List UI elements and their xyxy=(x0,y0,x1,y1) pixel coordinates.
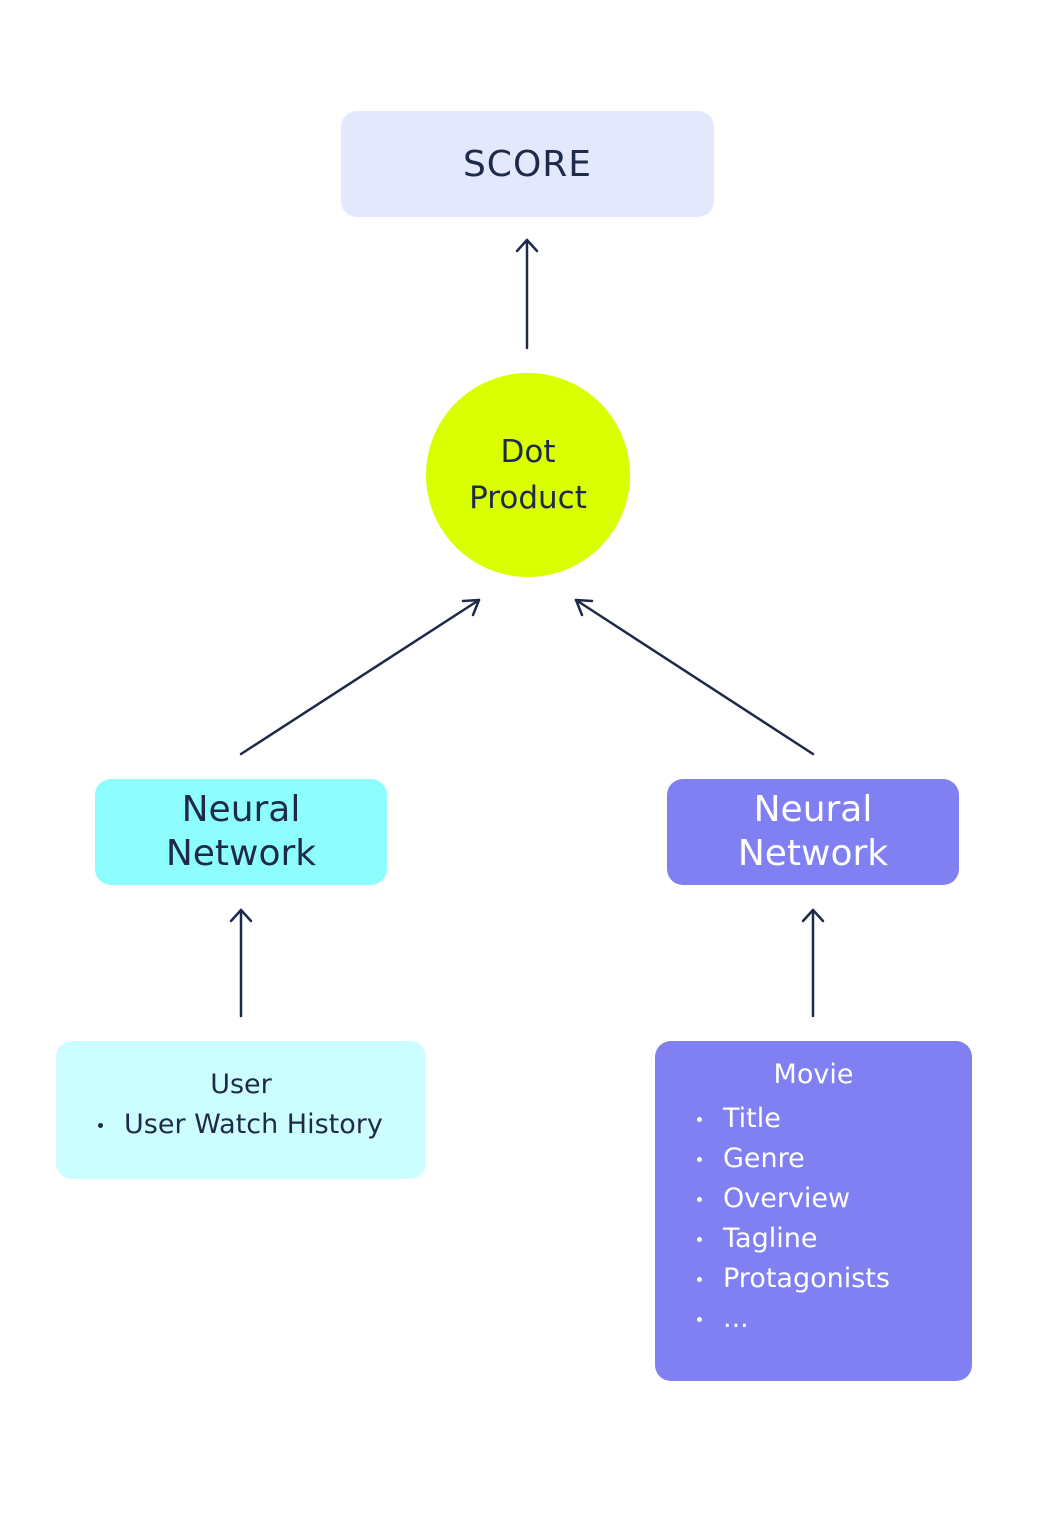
movie-feature-item: Genre xyxy=(695,1139,972,1179)
dot-product-line2: Product xyxy=(469,480,587,516)
arrow-dot-to-score xyxy=(515,238,539,350)
movie-feature-item: Title xyxy=(695,1099,972,1139)
movie-input-node: Movie Title Genre Overview Tagline Prota… xyxy=(655,1041,972,1381)
arrow-movie-to-nn xyxy=(801,908,825,1018)
movie-feature-item: Protagonists xyxy=(695,1259,972,1299)
dot-product-node: Dot Product xyxy=(426,373,630,577)
score-node: SCORE xyxy=(341,111,714,217)
movie-feature-item: Overview xyxy=(695,1179,972,1219)
movie-feature-item: Tagline xyxy=(695,1219,972,1259)
movie-feature-item: ... xyxy=(695,1299,972,1339)
movie-neural-network-node: Neural Network xyxy=(667,779,959,885)
user-input-node: User User Watch History xyxy=(56,1041,426,1179)
user-feature-list: User Watch History xyxy=(56,1105,426,1145)
arrow-right-nn-to-dot xyxy=(574,598,815,756)
user-title: User xyxy=(210,1069,272,1100)
user-nn-line1: Neural xyxy=(181,789,301,830)
score-label: SCORE xyxy=(462,143,593,185)
dot-product-line1: Dot xyxy=(500,434,556,470)
user-neural-network-node: Neural Network xyxy=(95,779,387,885)
movie-title: Movie xyxy=(773,1059,854,1090)
movie-nn-line1: Neural xyxy=(753,789,873,830)
arrow-user-to-nn xyxy=(229,908,253,1018)
movie-nn-line2: Network xyxy=(737,833,889,874)
arrow-left-nn-to-dot xyxy=(239,598,481,756)
user-nn-line2: Network xyxy=(165,833,317,874)
user-feature-item: User Watch History xyxy=(96,1105,426,1145)
movie-feature-list: Title Genre Overview Tagline Protagonist… xyxy=(655,1099,972,1339)
